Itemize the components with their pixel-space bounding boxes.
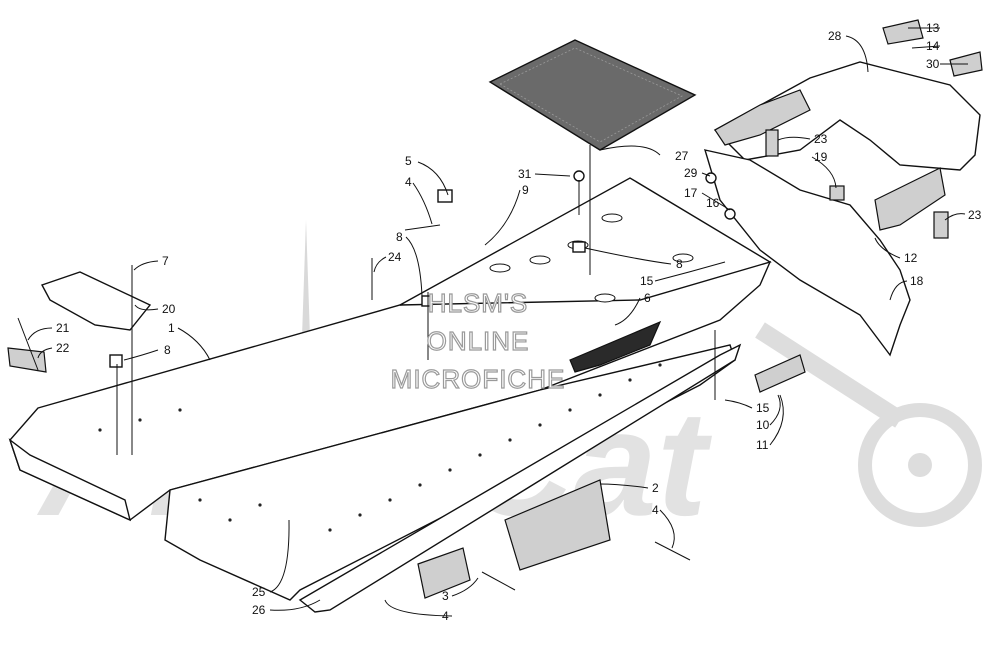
callout-13: 13 [926,21,940,35]
callout-4-bottom: 4 [442,609,449,623]
callout-7: 7 [162,254,169,268]
callout-24: 24 [388,250,402,264]
watermark-line-1: HLSM'S [428,288,529,318]
rear-bumper-assembly [703,61,981,357]
callout-9: 9 [522,183,529,197]
callout-18: 18 [910,274,924,288]
callout-31: 31 [518,167,532,181]
watermark-line-2: ONLINE [427,326,530,356]
callout-29: 29 [684,166,698,180]
callout-2: 2 [652,481,659,495]
callout-14: 14 [926,39,940,53]
callout-8-mid: 8 [396,230,403,244]
seat-pad [488,39,697,151]
callout-17: 17 [684,186,698,200]
hardware [7,19,983,599]
callout-4-top: 4 [405,175,412,189]
callout-21: 21 [56,321,70,335]
callout-26: 26 [252,603,266,617]
callout-8-left: 8 [164,343,171,357]
callout-23-right: 23 [968,208,982,222]
callout-23-top: 23 [814,132,828,146]
tunnel-assembly [8,177,772,613]
callout-30: 30 [926,57,940,71]
callout-12: 12 [904,251,918,265]
watermark-text: HLSM'S ONLINE MICROFICHE [390,287,566,394]
callout-3: 3 [442,589,449,603]
callout-15-bottom: 15 [756,401,770,415]
callout-5: 5 [405,154,412,168]
callout-4-right: 4 [652,503,659,517]
callout-27: 27 [675,149,689,163]
callout-28: 28 [828,29,842,43]
callout-15-top: 15 [640,274,654,288]
watermark-line-3: MICROFICHE [391,364,566,394]
tunnel-decal [569,320,662,373]
callout-16: 16 [706,196,720,210]
callout-19: 19 [814,150,828,164]
hitch-bracket [40,271,152,331]
leader-lines [27,27,968,617]
callout-20: 20 [162,302,176,316]
callout-8-right: 8 [676,257,683,271]
callout-labels: 13 14 30 28 27 23 19 29 17 16 23 12 18 5… [56,21,982,623]
callout-25: 25 [252,585,266,599]
callout-6: 6 [644,291,651,305]
callout-1: 1 [168,321,175,335]
callout-22: 22 [56,341,70,355]
callout-10: 10 [756,418,770,432]
callout-11: 11 [756,438,769,452]
